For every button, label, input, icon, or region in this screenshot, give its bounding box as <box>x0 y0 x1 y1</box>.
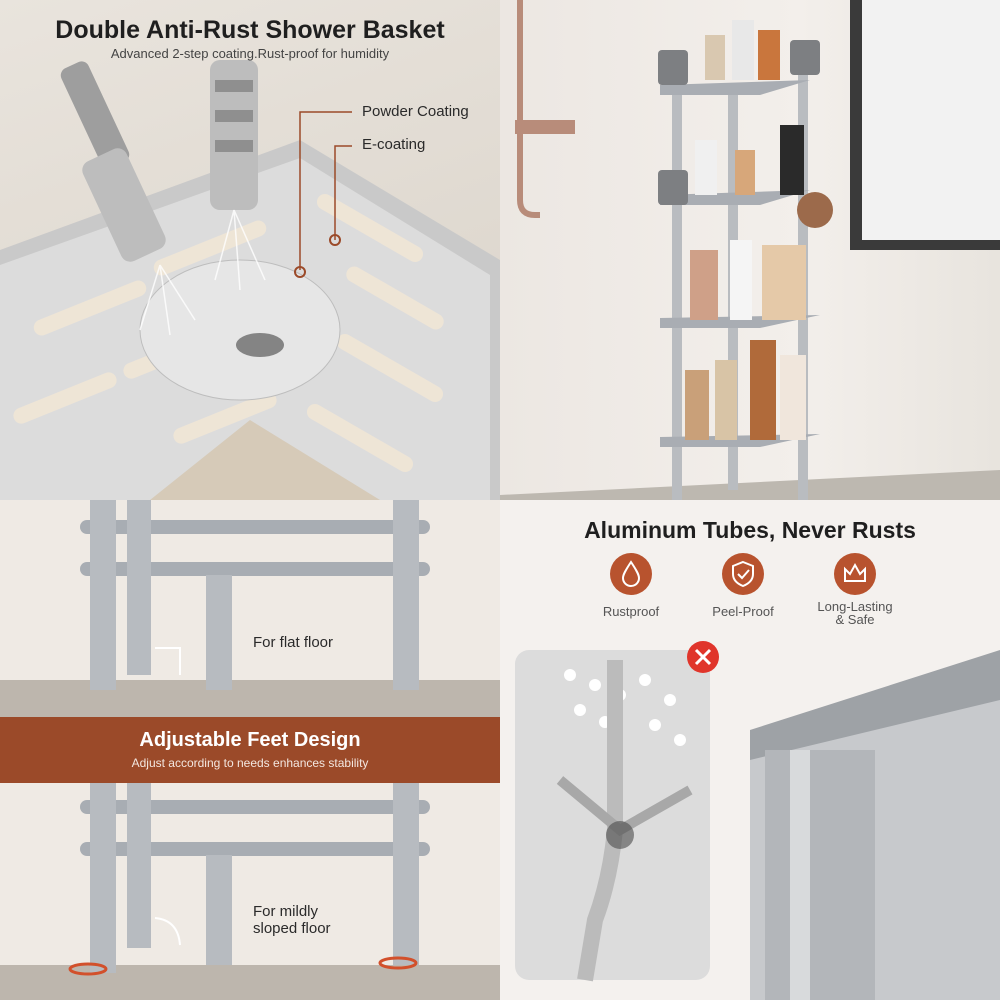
flat-floor-label: For flat floor <box>253 634 334 651</box>
rust-drop-icon <box>610 553 652 595</box>
feature-label-rustproof: Rustproof <box>602 604 660 619</box>
feature-label-peel-proof: Peel-Proof <box>712 604 774 619</box>
crown-icon <box>834 553 876 595</box>
shelf-photo-panel <box>500 0 1000 500</box>
callout-powder-coating: Powder Coating <box>362 103 469 120</box>
corner-shelf-illustration <box>500 0 1000 500</box>
adjustable-feet-panel: For flat floor Adjustable Feet Design Ad… <box>0 500 500 1000</box>
tubes-illustration <box>515 641 1000 1000</box>
feet-banner-subtitle: Adjust according to needs enhances stabi… <box>131 756 369 770</box>
sloped-floor-line1: For mildly <box>253 903 319 920</box>
basket-illustration <box>0 60 500 500</box>
aluminum-tubes-panel: Aluminum Tubes, Never Rusts Rustproof Pe… <box>500 500 1000 1000</box>
tubes-panel-title: Aluminum Tubes, Never Rusts <box>584 517 916 543</box>
sloped-floor-line2: sloped floor <box>253 920 331 937</box>
rust-panel-title: Double Anti-Rust Shower Basket <box>55 16 445 44</box>
feet-banner <box>0 717 500 783</box>
feet-banner-title: Adjustable Feet Design <box>139 729 361 751</box>
feet-illustration <box>0 500 500 1000</box>
shield-check-icon <box>722 553 764 595</box>
feature-label-long-lasting: Long-Lasting & Safe <box>817 599 893 627</box>
callout-e-coating: E-coating <box>362 136 426 153</box>
sloped-floor-label: For mildly sloped floor <box>253 903 331 937</box>
anti-rust-panel: Double Anti-Rust Shower Basket Advanced … <box>0 0 500 500</box>
rust-panel-subtitle: Advanced 2-step coating.Rust-proof for h… <box>110 46 390 61</box>
